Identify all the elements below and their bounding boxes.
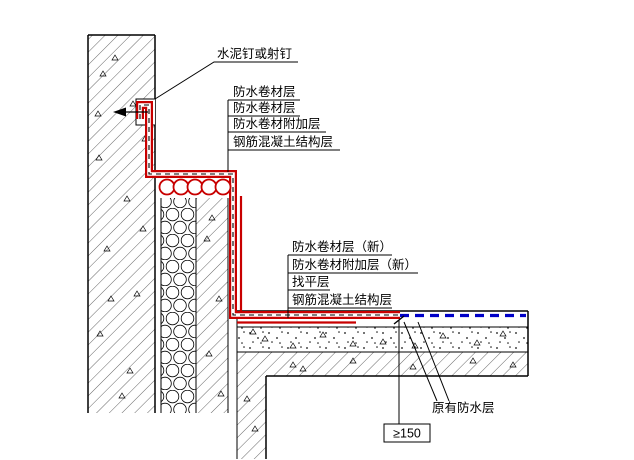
support-wall [237, 376, 266, 459]
insulation-column [160, 198, 197, 413]
dimension-group: ≥150 [383, 315, 431, 443]
label-rc-structure-lower: 钢筋混凝土结构层 [292, 292, 392, 307]
flashing-membrane [136, 101, 400, 324]
nail-arrow-icon [113, 107, 148, 117]
insulation-fill [161, 198, 196, 413]
label-leveling-layer: 找平层 [292, 275, 330, 289]
label-membrane-layer-2: 防水卷材层 [233, 100, 296, 115]
dimension-tick [393, 315, 405, 325]
nail-leader-line [154, 61, 298, 100]
left-wall [87, 34, 156, 413]
label-nail-group: 水泥钉或射钉 [154, 46, 298, 100]
label-existing-membrane: 原有防水层 [432, 400, 495, 415]
wall-hatch-fill [88, 35, 155, 413]
label-rc-structure-upper: 钢筋混凝土结构层 [233, 134, 333, 149]
existing-leader-2 [417, 321, 450, 402]
upstand-hatch-fill [196, 198, 228, 413]
upper-label-group: 防水卷材层 防水卷材层 防水卷材附加层 钢筋混凝土结构层 [227, 84, 340, 172]
membrane-band-dashes [139, 104, 400, 316]
lower-label-group: 防水卷材层（新） 防水卷材附加层（新） 找平层 钢筋混凝土结构层 [287, 239, 418, 318]
dimension-box [383, 423, 431, 443]
label-membrane-new: 防水卷材层（新） [292, 239, 392, 254]
label-membrane-layer-1: 防水卷材层 [233, 84, 296, 99]
existing-membrane-label-group: 原有防水层 [403, 321, 495, 415]
label-nail: 水泥钉或射钉 [217, 46, 293, 61]
existing-leader-1 [403, 321, 438, 402]
roof-assembly [236, 310, 529, 459]
label-membrane-additional-new: 防水卷材附加层（新） [292, 257, 417, 272]
dimension-value: ≥150 [393, 427, 421, 441]
upstand-strip [196, 198, 229, 413]
cap-scallops [158, 178, 232, 196]
label-membrane-additional: 防水卷材附加层 [233, 116, 321, 131]
existing-structure-band [237, 352, 528, 376]
